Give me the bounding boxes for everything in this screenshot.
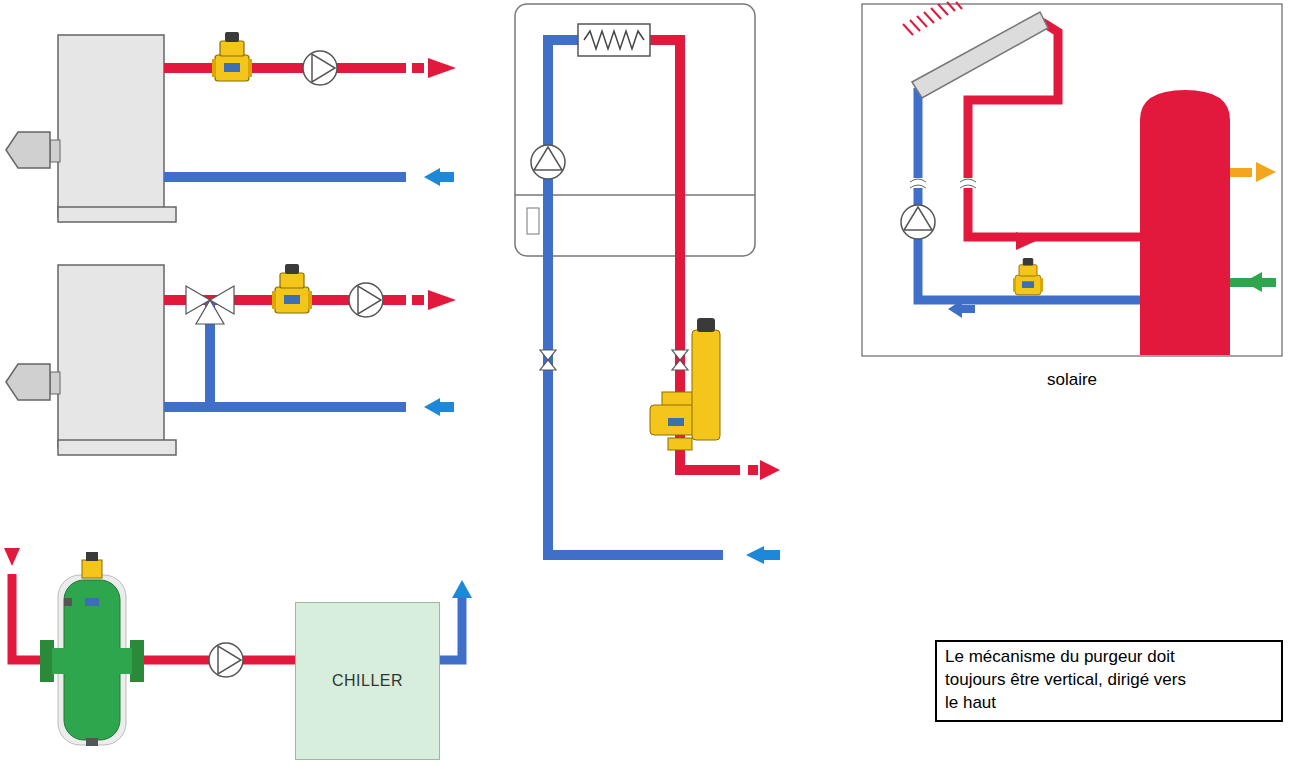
note-box: Le mécanisme du purgeur doit toujours êt… — [935, 640, 1283, 722]
solar-system — [862, 2, 1282, 356]
boiler-1 — [6, 32, 456, 222]
caption-label: solaire — [1047, 370, 1097, 390]
wall-boiler — [515, 4, 780, 564]
boiler-2 — [6, 264, 456, 455]
node-text: Le mécanisme du purgeur doit toujours êt… — [945, 645, 1190, 714]
dirt-separator — [650, 318, 720, 450]
node-text: CHILLER — [332, 672, 403, 690]
chiller-box: CHILLER — [295, 602, 440, 760]
